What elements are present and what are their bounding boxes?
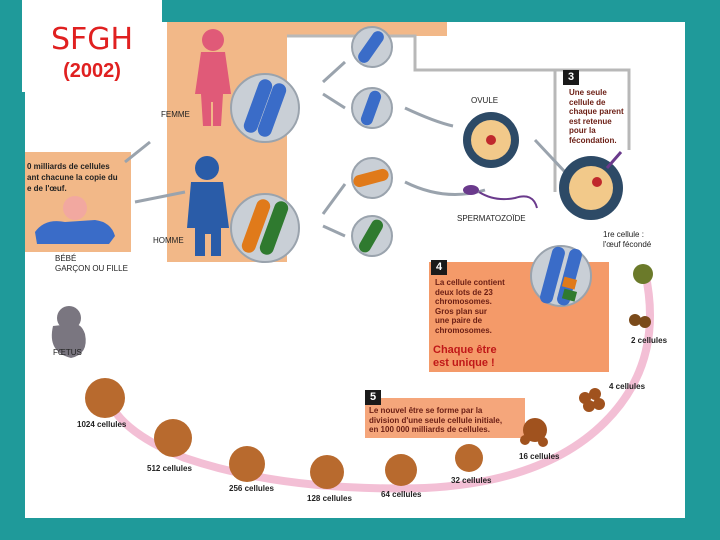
step3-line: Une seule (569, 88, 607, 97)
step4-line: La cellule contient (435, 278, 505, 287)
sperm-cell (463, 185, 538, 209)
step4-number: 4 (431, 260, 447, 275)
step5-number: 5 (365, 390, 381, 405)
label-homme: HOMME (153, 236, 184, 245)
label-ovule: OVULE (471, 96, 499, 105)
count-2: 2 cellules (631, 336, 668, 345)
fertilization-cell (559, 151, 623, 220)
count-64: 64 cellules (381, 490, 422, 499)
female-cell (230, 73, 300, 143)
step4-line: Gros plan sur (435, 306, 488, 316)
step5-line: division d'une seule cellule initiale, (369, 415, 503, 425)
diagram-artwork (25, 22, 654, 493)
unique-line: Chaque être (433, 344, 497, 356)
step3-line: cellule de (569, 97, 606, 107)
unique-highlight: Chaque être est unique ! (433, 344, 497, 370)
cells-note-line-2: ant chacune la copie du (27, 173, 118, 182)
fetus-figure (51, 306, 86, 358)
count-4: 4 cellules (609, 382, 646, 391)
step4-line: une paire de (435, 316, 483, 325)
ovule-cell (463, 112, 519, 168)
slide-title: SFGH (50, 22, 134, 57)
step4-text: La cellule contient deux lots de 23 chro… (435, 278, 505, 335)
female-figure (195, 29, 231, 126)
step5-orange-panel (365, 398, 525, 438)
male-figure (187, 156, 229, 256)
count-512: 512 cellules (147, 464, 192, 473)
count-256: 256 cellules (229, 484, 274, 493)
unique-line: est unique ! (433, 357, 495, 369)
label-femme: FEMME (161, 110, 190, 119)
male-cell (230, 193, 300, 263)
cell-clusters (85, 264, 653, 489)
step4-line: chromosomes. (435, 325, 492, 335)
label-spermatozoide: SPERMATOZOÏDE (457, 214, 526, 223)
step3-line: est retenue (569, 116, 612, 126)
first-cell-line-1: 1re cellule : (603, 230, 644, 239)
slide-year: (2002) (63, 60, 121, 82)
cells-note-line-1: 0 milliards de cellules (27, 162, 110, 171)
step5-line: Le nouvel être se forme par la (369, 406, 483, 415)
step3-line: chaque parent (569, 107, 624, 116)
count-1024: 1024 cellules (77, 420, 127, 429)
chromosome-pair-cell (530, 245, 592, 307)
gamete-cells (351, 26, 393, 257)
step5-line: en 100 000 milliards de cellules. (369, 425, 490, 434)
step4-line: deux lots de 23 (435, 287, 493, 297)
step3-line: pour la (569, 126, 596, 135)
baby-figure (35, 196, 115, 244)
title-box: SFGH (2002) (22, 0, 162, 92)
cells-note-line-3: e de l'œuf. (27, 184, 67, 193)
label-bebe: BÉBÉ (55, 254, 77, 263)
step3-text: Une seule cellule de chaque parent est r… (569, 88, 624, 145)
label-garcon-ou-fille: GARÇON OU FILLE (55, 264, 128, 273)
step3-line: fécondation. (569, 135, 617, 145)
count-128: 128 cellules (307, 494, 352, 503)
count-16: 16 cellules (519, 452, 560, 461)
label-foetus: FŒTUS (53, 348, 82, 357)
diagram-panel: FEMME HOMME OVULE SPERMATOZOÏDE BÉBÉ GAR… (25, 22, 685, 518)
first-cell-line-2: l'œuf fécondé (603, 240, 652, 249)
step3-number: 3 (563, 70, 579, 85)
count-32: 32 cellules (451, 476, 492, 485)
step5-text: Le nouvel être se forme par la division … (369, 406, 502, 435)
step4-line: chromosomes. (435, 297, 492, 306)
